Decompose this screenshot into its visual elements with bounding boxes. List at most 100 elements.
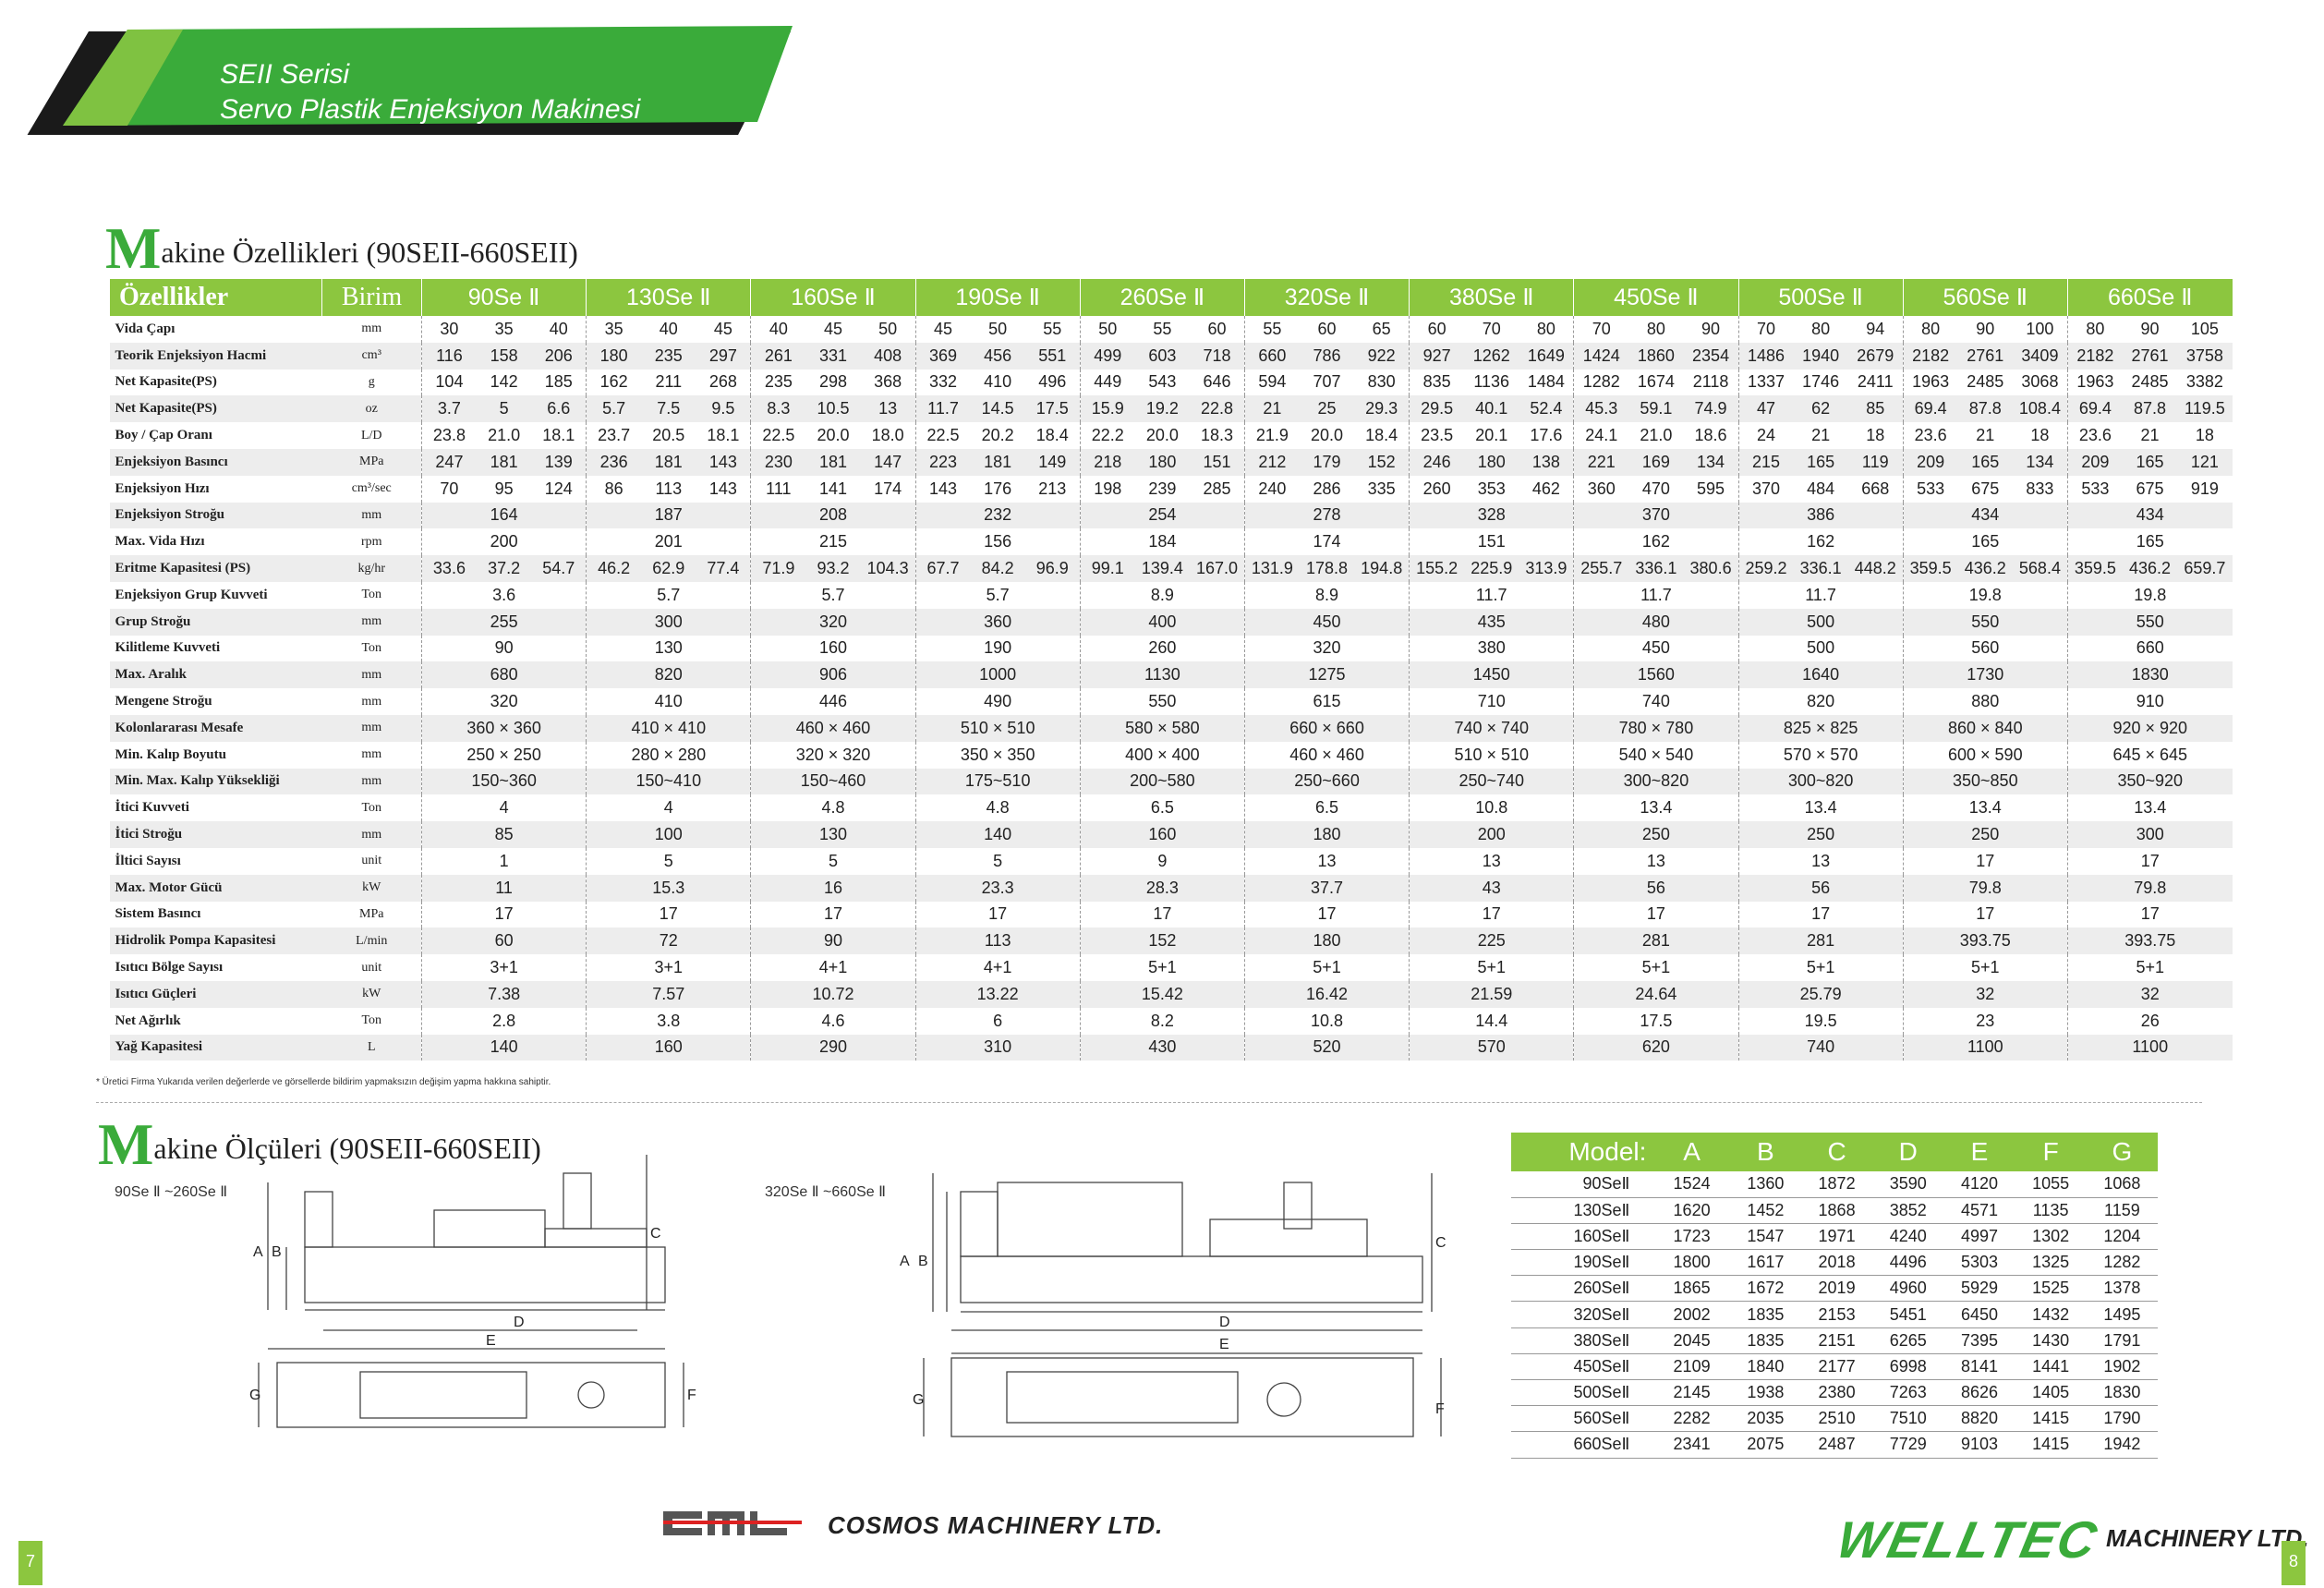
spec-cell: 22.2 [1079,422,1135,449]
spec-cell: 410 [984,372,1012,392]
spec-cell: 181 [641,448,696,476]
spec-cell: 550 [1079,688,1245,715]
spec-row-unit: cm³ [321,342,422,370]
spec-cell: 369 [914,342,971,370]
spec-cell: 160 [586,1034,751,1061]
spec-cell: 18.4 [1035,426,1069,445]
spec-header-model: 90Se Ⅱ [420,279,587,316]
spec-row-unit: unit [361,854,382,868]
spec-cell: 13 [860,395,916,423]
spec-cell: 105 [2190,319,2219,338]
spec-header-model: 500Se Ⅱ [1737,279,1904,316]
spec-cell: 142 [490,372,518,392]
spec-cell: 240 [1243,475,1300,503]
spec-cell: 19.8 [2066,581,2233,609]
spec-cell: 80 [1811,319,1831,338]
spec-cell: 8.3 [750,395,806,423]
spec-cell: 4 [420,794,587,822]
dim-value-cell: 4571 [1943,1197,2015,1224]
spec-cell: 119 [1847,448,1904,476]
spec-cell: 2354 [1683,342,1739,370]
spec-row-unit: mm [321,821,422,848]
spec-cell: 93.2 [805,555,861,582]
spec-cell: 500 [1737,635,1904,662]
dims-title-rest: akine Ölçüleri (90SEII-660SEII) [153,1132,541,1165]
spec-cell: 213 [1038,479,1067,498]
spec-cell: 278 [1243,502,1410,529]
spec-cell: 820 [586,661,751,689]
spec-cell: 450 [1573,635,1739,662]
spec-cell: 10.72 [750,980,916,1008]
spec-cell: 462 [1531,479,1560,498]
spec-cell: 1337 [1737,369,1794,396]
spec-row-unit: kW [321,980,422,1008]
spec-cell: 386 [1737,502,1904,529]
spec-row-label: Max. Vida Hızı [115,534,205,550]
spec-cell: 320 [420,688,587,715]
spec-cell: 446 [750,688,916,715]
spec-cell: 19.5 [1737,1007,1904,1035]
dim-value-cell: 6998 [1872,1353,1944,1381]
spec-cell: 140 [914,821,1081,848]
dim-value-cell: 9103 [1943,1431,2015,1459]
spec-row-label: Min. Max. Kalıp Yüksekliği [109,768,322,795]
spec-cell: 520 [1243,1034,1410,1061]
spec-cell: 60 [420,927,587,955]
dim-value-cell: 2282 [1653,1405,1730,1433]
spec-cell: 35 [586,316,642,343]
spec-cell: 116 [420,342,477,370]
dim-value-cell: 2177 [1800,1353,1873,1381]
spec-cell: 90 [2140,319,2160,338]
spec-cell: 5 [750,847,916,875]
spec-cell: 14.4 [1409,1007,1574,1035]
spec-row-unit: kW [321,874,422,902]
spec-cell: 35 [494,319,514,338]
page-number-right: 8 [2282,1541,2306,1585]
spec-cell: 335 [1367,479,1396,498]
spec-cell: 285 [1203,479,1231,498]
spec-cell: 370 [1573,502,1739,529]
dim-value-cell: 1547 [1729,1223,1801,1251]
spec-cell: 460 × 460 [1243,741,1410,769]
spec-cell: 261 [750,342,806,370]
spec-cell: 380.6 [1683,555,1739,582]
spec-cell: 151 [1409,528,1574,556]
spec-row-label: Kilitleme Kuvveti [115,640,221,656]
spec-cell: 580 × 580 [1079,714,1245,742]
dim-value-cell: 2019 [1800,1275,1873,1303]
spec-row-label: Boy / Çap Oranı [115,428,212,443]
spec-row-unit: mm [361,694,382,709]
spec-cell: 3+1 [586,954,751,981]
spec-cell: 290 [750,1034,916,1061]
spec-header-model: 130Se Ⅱ [586,279,751,316]
spec-cell: 645 × 645 [2066,741,2233,769]
spec-cell: 298 [818,372,847,392]
spec-cell: 87.8 [2122,395,2178,423]
spec-cell: 5.7 [586,581,751,609]
spec-cell: 2679 [1847,342,1904,370]
spec-cell: 570 [1409,1034,1574,1061]
spec-row-label: Min. Kalıp Boyutu [115,746,226,762]
spec-cell: 20.1 [1475,426,1508,445]
spec-cell: 10.8 [1243,1007,1410,1035]
spec-cell: 104 [420,369,477,396]
spec-cell: 456 [970,342,1025,370]
spec-cell: 2485 [2131,372,2169,392]
spec-cell: 484 [1807,479,1835,498]
spec-cell: 430 [1079,1034,1245,1061]
dim-value-cell: 1378 [2086,1275,2158,1303]
spec-cell: 250~660 [1243,768,1410,795]
spec-cell: 119.5 [2177,395,2233,423]
dim-value-cell: 1830 [2086,1379,2158,1407]
spec-cell: 11.7 [1737,581,1904,609]
spec-cell: 15.42 [1079,980,1245,1008]
spec-cell: 2411 [1857,372,1894,392]
spec-cell: 3+1 [420,954,587,981]
spec-cell: 250~740 [1409,768,1574,795]
spec-cell: 17 [914,901,1081,928]
